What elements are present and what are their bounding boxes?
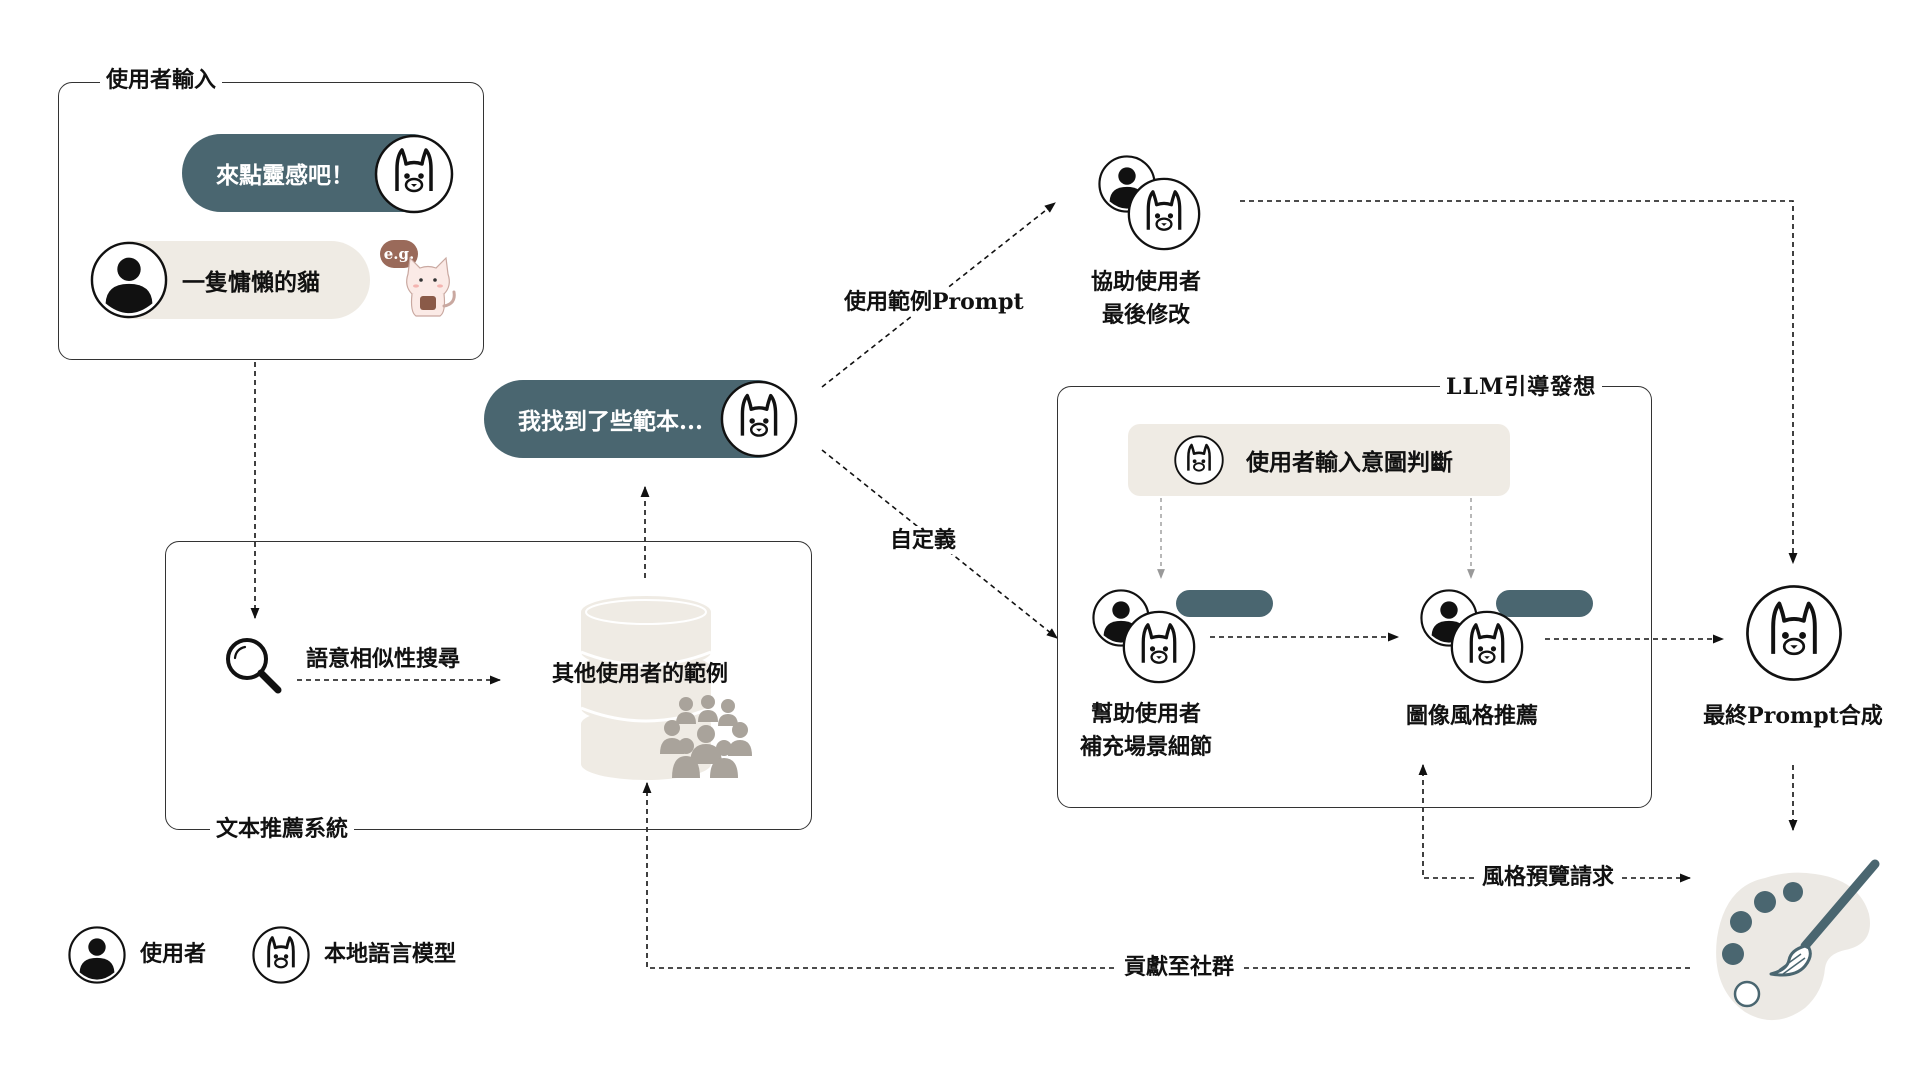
llm-guide-box	[1057, 386, 1652, 808]
legend-user-label: 使用者	[140, 941, 207, 967]
llama-icon	[374, 134, 454, 214]
image-style-label: 圖像風格推薦	[1405, 703, 1539, 729]
bubble-example-text: 一隻慵懶的貓	[182, 269, 320, 296]
legend-llm-icon	[252, 926, 310, 984]
legend-user-icon	[68, 926, 126, 984]
cat-illustration-icon	[406, 256, 456, 317]
user-input-title: 使用者輸入	[100, 66, 223, 94]
arrow-assist-to-final	[1240, 200, 1798, 565]
use-example-prompt-label: 使用範例Prompt	[838, 288, 1030, 316]
intent-judge-pill: 使用者輸入意圖判斷	[1128, 424, 1510, 496]
community-crowd-icon	[660, 695, 752, 778]
llm-guide-title: LLM引導發想	[1440, 373, 1603, 401]
eg-badge: e.g.	[380, 240, 418, 268]
llama-icon	[1174, 435, 1224, 485]
bubble-found-text: 我找到了些範本...	[518, 408, 704, 435]
arrow-style-preview	[1418, 763, 1692, 883]
contribute-label: 貢獻至社群	[1118, 953, 1241, 981]
assist-final-edit-label: 協助使用者 最後修改	[1040, 266, 1252, 332]
final-prompt-label: 最終Prompt合成	[1703, 703, 1883, 729]
scene-details-text: 幫助使用者 補充場景細節	[1079, 701, 1212, 760]
llama-icon	[1122, 610, 1196, 684]
user-input-box	[58, 82, 484, 360]
legend-llm-label: 本地語言模型	[324, 941, 457, 967]
style-preview-label: 風格預覽請求	[1476, 863, 1621, 891]
user-avatar-icon	[90, 241, 168, 319]
bubble-inspire-text: 來點靈感吧！	[216, 162, 354, 189]
scene-details-label: 幫助使用者 補充場景細節	[1040, 698, 1252, 764]
scene-details-tag	[1176, 590, 1273, 617]
image-style-tag	[1496, 590, 1593, 617]
palette-icon	[1716, 859, 1880, 1021]
llama-icon	[1450, 610, 1524, 684]
semantic-search-label: 語意相似性搜尋	[306, 646, 461, 672]
other-examples-label: 其他使用者的範例	[552, 661, 729, 687]
assist-final-edit-text: 協助使用者 最後修改	[1090, 269, 1201, 328]
search-icon	[226, 638, 282, 694]
llama-icon	[1746, 585, 1842, 681]
intent-judge-text: 使用者輸入意圖判斷	[1246, 449, 1453, 476]
rec-system-box	[165, 541, 812, 830]
llama-icon	[720, 380, 798, 458]
llama-icon	[1127, 177, 1201, 251]
custom-label: 自定義	[884, 526, 963, 554]
database-icon	[580, 596, 712, 780]
rec-system-title: 文本推薦系統	[210, 815, 355, 843]
eg-badge-text: e.g.	[383, 245, 415, 263]
